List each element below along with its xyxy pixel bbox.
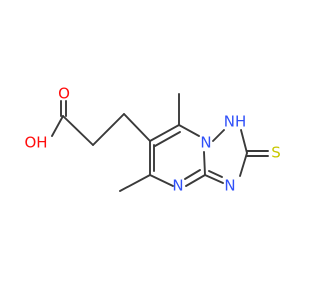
atom-n-pyrimidine: N (172, 177, 183, 195)
bond-ntri-c3a-b (208, 170, 223, 178)
bond-c2-ntri (239, 152, 248, 177)
bond-c5-methyl (119, 174, 151, 192)
bond-ch2-c6 (123, 113, 151, 142)
atom-n-bridgehead: N (200, 134, 211, 152)
bond-c-ch2 (62, 115, 94, 146)
bond-c6-c7-b (154, 131, 181, 147)
atom-n-triazole: N (224, 177, 235, 195)
bond-c6-c7-a (149, 124, 180, 142)
bonds (51, 93, 269, 192)
chemical-structure: O OH N NH N N S (24, 85, 280, 195)
atom-nh: NH (224, 113, 247, 131)
bond-ntri-c3a-a (204, 174, 224, 184)
atoms: O OH N NH N N S (24, 85, 280, 195)
bond-c3a-npyr-a (185, 174, 206, 187)
bond-c-oh (51, 115, 64, 137)
bond-n-nh (212, 129, 225, 142)
atom-o-carbonyl: O (58, 85, 70, 103)
bond-npyr-c5 (149, 174, 174, 187)
bond-c7-n (178, 124, 200, 137)
bond-nh-c2 (240, 129, 248, 154)
bond-c3a-npyr-b (184, 169, 201, 180)
bond-n-c3a (203, 151, 206, 176)
bond-ch2-ch2 (92, 113, 125, 146)
atom-oh: OH (24, 134, 47, 152)
atom-s: S (271, 144, 281, 162)
